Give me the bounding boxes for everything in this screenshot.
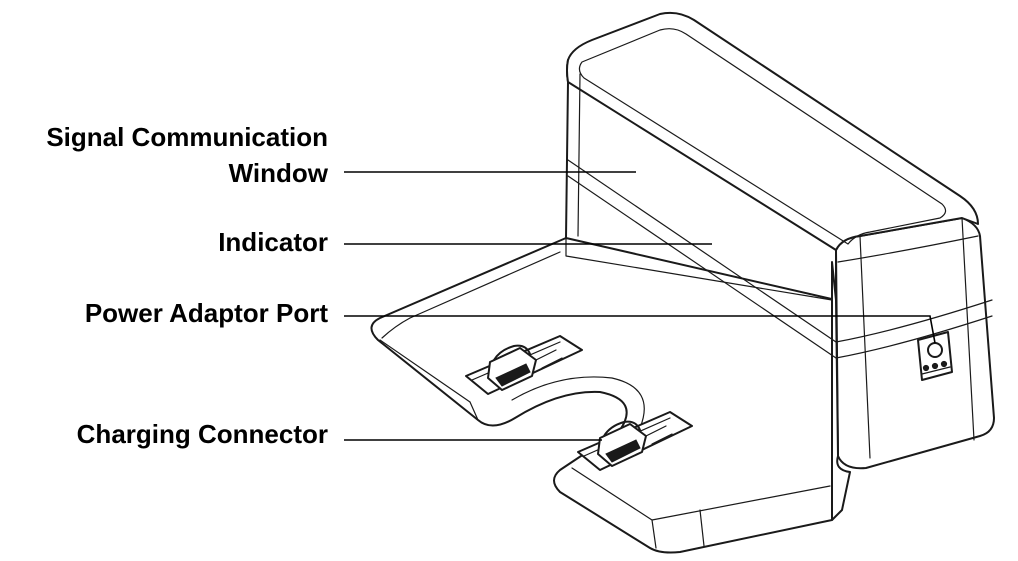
- charging-connector-label: Charging Connector: [76, 419, 328, 449]
- charging-connector-upper: [465, 335, 583, 395]
- signal-communication-window-label: Signal Communication Window: [46, 119, 328, 191]
- signal-label-line2: Window: [228, 158, 328, 188]
- charging-connector-lower: [577, 411, 693, 471]
- power-port-panel: [917, 331, 953, 381]
- indicator-label: Indicator: [218, 227, 328, 257]
- power-port-leader-line: [344, 315, 936, 344]
- dock-base-plate: [370, 237, 833, 554]
- dock-tower: [565, 11, 995, 521]
- signal-label-line1: Signal Communication: [46, 122, 328, 152]
- power-adaptor-port-label: Power Adaptor Port: [84, 298, 328, 328]
